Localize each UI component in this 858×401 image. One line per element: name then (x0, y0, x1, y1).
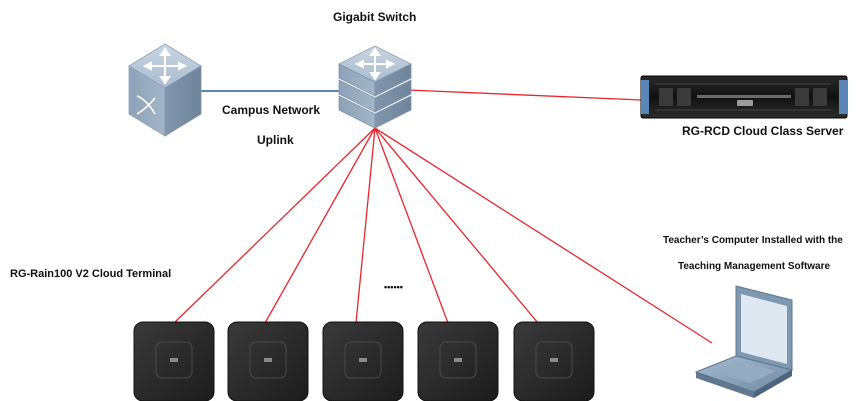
cloud-terminal-icon (513, 321, 595, 401)
terminal-link-2 (264, 127, 376, 324)
cloud-terminal-icon (227, 321, 309, 401)
gigabit-switch-label: Gigabit Switch (333, 10, 417, 24)
cloud-terminal-icon (322, 321, 404, 401)
teacher-computer-label-line2: Teaching Management Software (678, 261, 831, 272)
cloud-terminal-icon (133, 321, 215, 401)
laptop-icon (694, 285, 794, 398)
cloud-terminal-label: RG-Rain100 V2 Cloud Terminal (10, 268, 172, 280)
core-switch-icon (128, 43, 202, 137)
terminal-ellipsis: •••••• (384, 282, 403, 292)
terminal-link-1 (173, 127, 376, 324)
rack-server-icon (640, 75, 848, 119)
uplink-label: Uplink (257, 133, 294, 147)
terminal-link-4 (374, 127, 449, 324)
server-link (407, 89, 642, 101)
gigabit-switch-icon (338, 45, 412, 129)
laptop-link (374, 127, 713, 344)
terminal-link-3 (355, 127, 376, 324)
terminal-link-5 (374, 127, 539, 324)
campus-network-label: Campus Network (222, 103, 321, 117)
server-label: RG-RCD Cloud Class Server (682, 124, 844, 138)
cloud-terminal-icon (417, 321, 499, 401)
terminals (133, 321, 595, 401)
links (173, 89, 713, 344)
teacher-computer-label-line1: Teacher’s Computer Installed with the (663, 235, 843, 246)
